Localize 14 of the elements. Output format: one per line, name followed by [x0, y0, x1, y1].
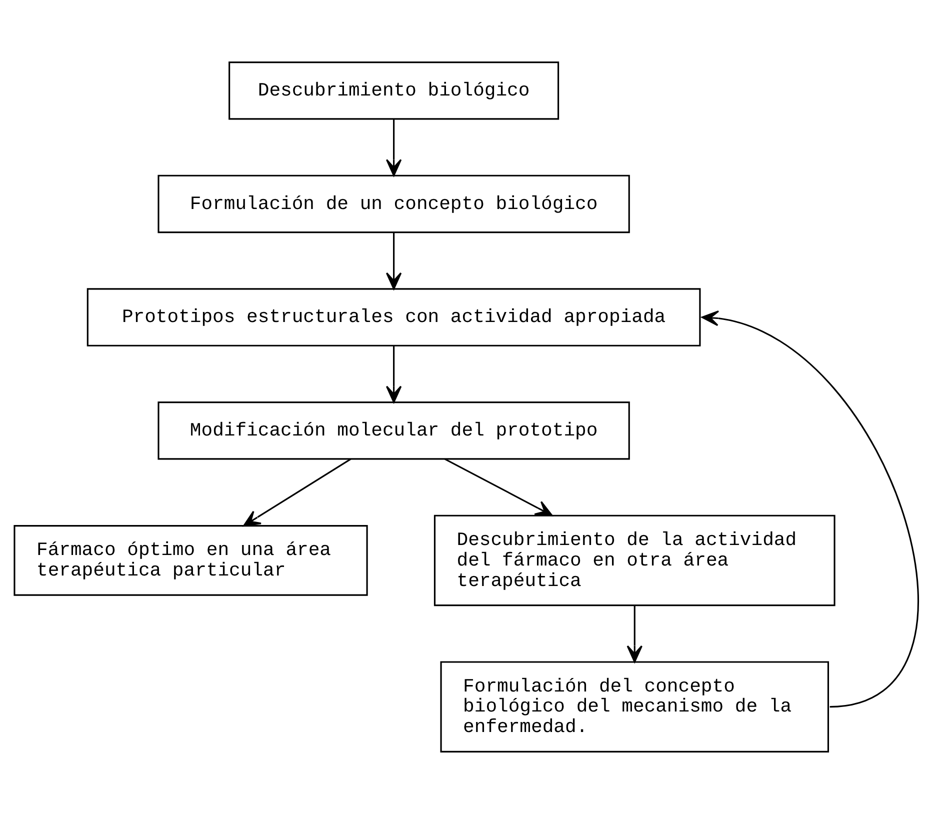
- arrow: [386, 346, 402, 403]
- node-box: Formulación del concepto biológico del mecanismo de la enfermedad.: [440, 661, 830, 752]
- arrow: [386, 232, 402, 290]
- arrow: [626, 606, 642, 663]
- arrow: [702, 310, 919, 708]
- arrow: [386, 119, 402, 176]
- arrow: [444, 458, 553, 516]
- arrow: [243, 458, 352, 527]
- node-box: Descubrimiento biológico: [228, 62, 560, 120]
- node-box: Fármaco óptimo en una área terapéutica particular: [14, 525, 368, 596]
- node-box: Modificación molecular del prototipo: [158, 402, 630, 460]
- node-box: Prototipos estructurales con actividad apropiada: [86, 288, 701, 346]
- node-box: Formulación de un concepto biológico: [158, 174, 630, 234]
- node-box: Descubrimiento de la actividad del fármaco en otra área terapéutica: [434, 514, 836, 606]
